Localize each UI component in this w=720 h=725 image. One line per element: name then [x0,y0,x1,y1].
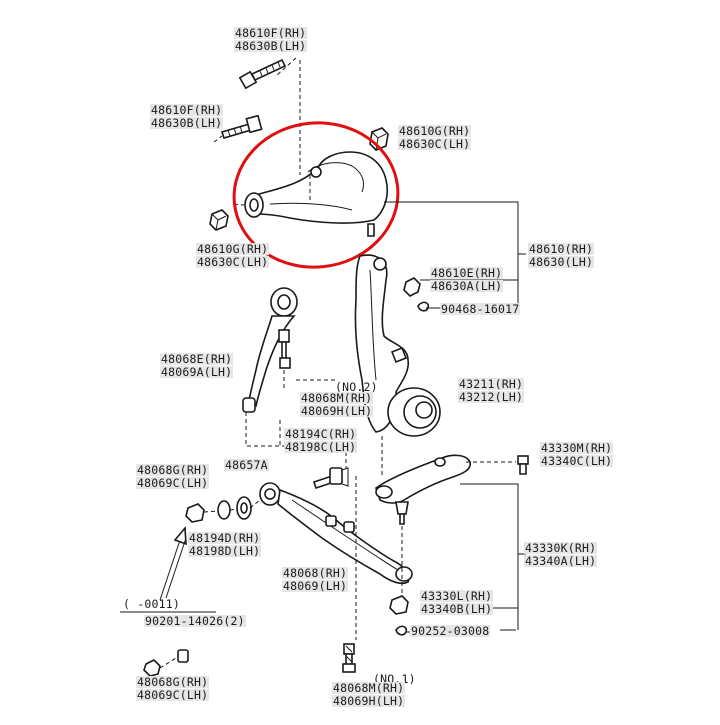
washer [217,500,231,520]
lower-left-nut [185,503,205,523]
label-cam-lh: 48198C(LH) [284,440,358,454]
label-balljoint-nut-lh: 48630A(LH) [430,279,504,293]
label-cam-rh: 48194C(RH) [284,427,358,441]
lower-control-arm [259,482,413,585]
label-nut-code: 90201-14026(2) [144,614,246,628]
label-bj-nut-lh: 43340B(LH) [420,602,494,616]
cotter-pin-upper [417,301,440,312]
balljoint-bolt [466,455,529,475]
label-strut-rod-rh: 48068E(RH) [160,352,234,366]
label-bj-bolt-lh: 43340C(LH) [540,454,614,468]
cam-bolt [312,467,349,490]
left-upper-bolt [213,114,263,143]
label-bj-rh: 43330K(RH) [524,541,598,555]
bottom-nuts [143,649,189,677]
label-bottom-nut-rh: 48068G(RH) [136,675,210,689]
label-top-bolt-lh: 48630B(LH) [234,39,308,53]
label-range: ( -0011) [123,597,180,611]
label-washer-rh: 48194D(RH) [188,531,262,545]
upper-nut-left [209,209,229,231]
steering-knuckle [354,254,441,437]
label-nut-left-rh: 48610G(RH) [196,242,270,256]
label-top-bolt-rh: 48610F(RH) [234,26,308,40]
highlight-circle [232,121,400,269]
label-cotter-pin: 90468-16017 [440,302,521,316]
label-nut-right-lh: 48630C(LH) [398,137,472,151]
label-left-bolt-lh: 48630B(LH) [150,116,224,130]
label-arm-lh: 48630(LH) [528,255,595,269]
label-balljoint-nut-rh: 48610E(RH) [430,266,504,280]
label-bottom-bolt-rh: 48068M(RH) [332,681,406,695]
label-nut-right-rh: 48610G(RH) [398,124,472,138]
label-bottom-bolt-lh: 48069H(LH) [332,694,406,708]
bottom-bolt-no1 [342,643,356,673]
strut-rod [242,287,298,413]
balljoint-cotter-pin [395,625,412,636]
bushing [236,496,252,520]
label-bottom-nut-lh: 48069C(LH) [136,688,210,702]
label-bj-cotter: 90252-03008 [410,624,491,638]
label-arm-rh: 48610(RH) [528,242,595,256]
label-nut-left-lh: 48630C(LH) [196,255,270,269]
strut-bolt-no2 [278,329,291,388]
label-bj-lh: 43340A(LH) [524,554,598,568]
lower-ball-joint [375,454,472,525]
label-no2: (NO.2) [335,380,378,394]
label-left-bolt-rh: 48610F(RH) [150,103,224,117]
label-knuckle-rh: 43211(RH) [458,377,525,391]
balljoint-upper-nut [403,277,421,297]
label-bolt-m-rh: 48068M(RH) [300,391,374,405]
label-washer-lh: 48198D(LH) [188,544,262,558]
label-lower-nut-lh: 48069C(LH) [136,476,210,490]
label-bj-bolt-rh: 43330M(RH) [540,441,614,455]
label-bushing: 48657A [224,458,269,472]
label-lower-nut-rh: 48068G(RH) [136,463,210,477]
balljoint-nut [389,595,409,615]
label-lower-arm-lh: 48069(LH) [282,579,349,593]
label-bj-nut-rh: 43330L(RH) [420,589,494,603]
label-bolt-h-lh: 48069H(LH) [300,404,374,418]
label-lower-arm-rh: 48068(RH) [282,566,349,580]
top-bolt [238,58,287,90]
upper-control-arm [233,151,389,237]
label-knuckle-lh: 43212(LH) [458,390,525,404]
label-strut-rod-lh: 48069A(LH) [160,365,234,379]
